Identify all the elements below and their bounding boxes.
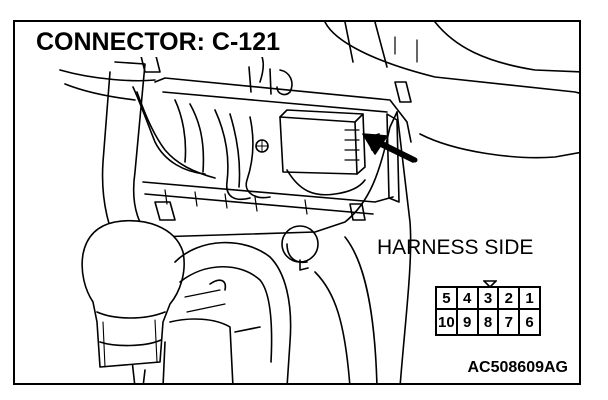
pin-row-top: 5 4 3 2 1 [435,286,541,310]
connector-housing [279,116,358,175]
harness-side-label: HARNESS SIDE [377,236,534,259]
console-outline [114,61,398,238]
pin-10: 10 [437,310,458,334]
opening-frame [154,77,412,143]
pin-8: 8 [479,310,500,334]
figure-code: AC508609AG [467,359,569,376]
pin-3: 3 [479,288,500,308]
connector-pinout: 5 4 3 2 1 10 9 8 7 6 [435,280,543,338]
console-illustration [59,22,579,383]
latch-icon [483,280,497,288]
pin-2: 2 [499,288,521,308]
pin-1: 1 [525,289,534,307]
pin-4: 4 [458,288,479,308]
shift-knob [81,220,185,368]
pin-6: 6 [525,313,534,331]
pin-row-bottom: 10 9 8 7 6 [435,310,541,336]
pin-5: 5 [437,288,458,308]
connector-title: CONNECTOR: C-121 [34,27,286,57]
wire-harness [132,86,206,175]
dashboard-panel [324,22,579,159]
diagram-frame: CONNECTOR: C-121 HARNESS SIDE 5 4 3 2 1 … [13,20,581,385]
pin-7: 7 [499,310,521,334]
pin-9: 9 [458,310,479,334]
